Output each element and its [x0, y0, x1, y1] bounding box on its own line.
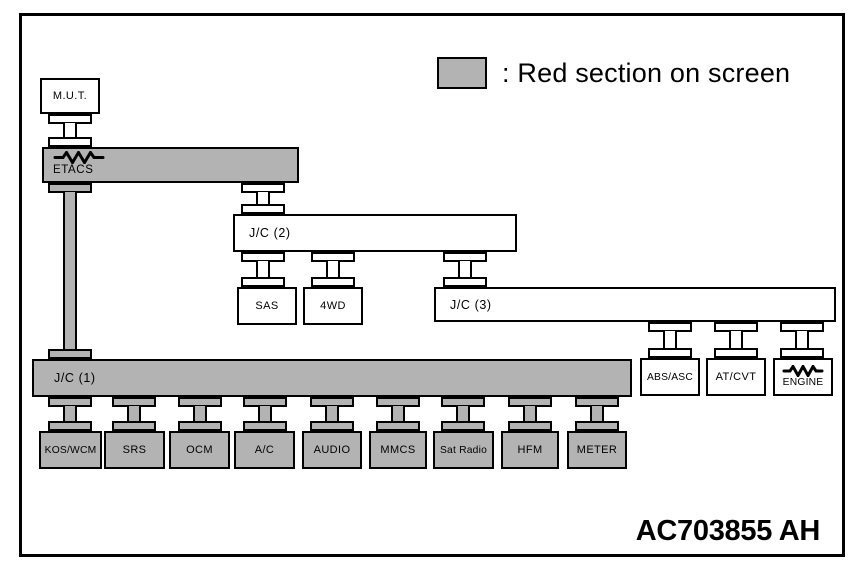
- connector-jc1-hfm: [508, 397, 552, 431]
- satradio-label: Sat Radio: [439, 444, 488, 456]
- legend: : Red section on screen: [437, 57, 790, 89]
- absasc-label: ABS/ASC: [646, 371, 694, 383]
- jc3-bar: J/C (3): [434, 287, 836, 322]
- connector-jc1-ocm: [178, 397, 222, 431]
- connector-jc1-mmcs: [376, 397, 420, 431]
- connector-etacs-jc1: [48, 183, 92, 359]
- ac-box: A/C: [234, 431, 295, 469]
- engine-content: ENGINE: [782, 365, 824, 388]
- jc2-label: J/C (2): [249, 226, 291, 240]
- etacs-bar: ETACS: [42, 147, 299, 183]
- legend-swatch: [437, 57, 487, 89]
- engine-label: ENGINE: [782, 377, 824, 389]
- 4wd-label: 4WD: [320, 300, 346, 312]
- ocm-box: OCM: [169, 431, 230, 469]
- srs-label: SRS: [122, 444, 147, 456]
- jc2-bar: J/C (2): [233, 214, 517, 252]
- mmcs-box: MMCS: [369, 431, 427, 469]
- hfm-label: HFM: [517, 444, 543, 456]
- 4wd-box: 4WD: [303, 287, 363, 325]
- connector-jc1-meter: [575, 397, 619, 431]
- audio-label: AUDIO: [313, 444, 351, 456]
- connector-jc3-atcvt: [714, 322, 758, 358]
- etacs-label: ETACS: [53, 164, 94, 176]
- connector-jc3-engine: [780, 322, 824, 358]
- connector-jc2-sas: [241, 252, 285, 287]
- jc1-bar: J/C (1): [32, 359, 632, 397]
- koswcm-label: KOS/WCM: [44, 444, 97, 456]
- mmcs-label: MMCS: [380, 444, 416, 456]
- koswcm-box: KOS/WCM: [39, 431, 102, 469]
- etacs-content: ETACS: [53, 151, 105, 176]
- legend-label: : Red section on screen: [502, 57, 791, 88]
- ocm-label: OCM: [186, 444, 213, 456]
- atcvt-label: AT/CVT: [715, 371, 757, 383]
- absasc-box: ABS/ASC: [640, 358, 700, 396]
- figure-code: AC703855 AH: [635, 515, 821, 547]
- resistor-icon: [782, 365, 824, 378]
- connector-jc3-absasc: [648, 322, 692, 358]
- connector-jc1-audio: [310, 397, 354, 431]
- ac-label: A/C: [254, 444, 275, 456]
- resistor-icon: [53, 151, 105, 164]
- srs-box: SRS: [104, 431, 165, 469]
- audio-box: AUDIO: [302, 431, 362, 469]
- jc3-label: J/C (3): [450, 297, 492, 312]
- hfm-box: HFM: [501, 431, 559, 469]
- satradio-box: Sat Radio: [433, 431, 494, 469]
- connector-jc2-jc3: [443, 252, 487, 287]
- diagram-border: [19, 13, 845, 557]
- sas-box: SAS: [237, 287, 297, 325]
- mut-label: M.U.T.: [52, 90, 88, 102]
- meter-box: METER: [567, 431, 627, 469]
- sas-label: SAS: [255, 300, 279, 312]
- jc1-label: J/C (1): [54, 371, 96, 385]
- mut-box: M.U.T.: [40, 78, 100, 114]
- connector-etacs-jc2: [241, 183, 285, 214]
- connector-jc2-4wd: [311, 252, 355, 287]
- connector-jc1-koswcm: [48, 397, 92, 431]
- connector-jc1-srs: [112, 397, 156, 431]
- connector-jc1-satradio: [441, 397, 485, 431]
- atcvt-box: AT/CVT: [706, 358, 766, 396]
- meter-label: METER: [576, 444, 618, 456]
- connector-jc1-ac: [243, 397, 287, 431]
- connector-mut-etacs: [48, 114, 92, 147]
- engine-box: ENGINE: [773, 358, 833, 396]
